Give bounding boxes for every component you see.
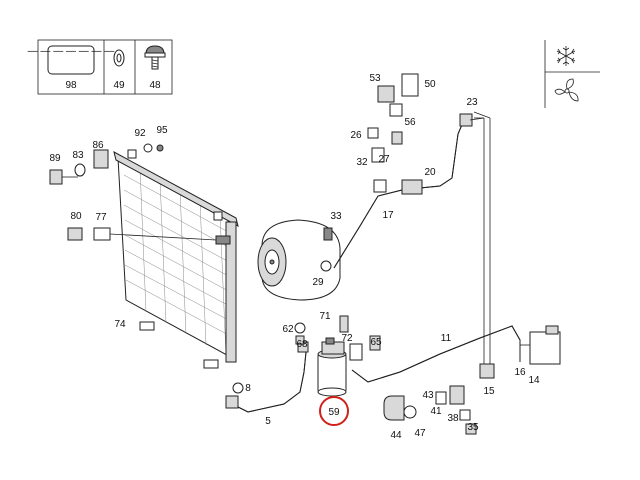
- callout-65: 65: [370, 337, 382, 348]
- snowflake-icon: [556, 46, 576, 66]
- placard-icon: [47, 45, 95, 75]
- expansion-valve-14: [520, 325, 561, 365]
- callout-35: 35: [467, 422, 479, 433]
- callout-17: 17: [382, 210, 394, 221]
- callout-80: 80: [70, 211, 82, 222]
- callout-labels: 53 50 56 23 92 95 26 27 89 83 86 32 20 1…: [49, 73, 540, 441]
- callout-27: 27: [378, 154, 390, 165]
- receiver-drier-59: [317, 337, 347, 397]
- compressor: [257, 219, 341, 301]
- callout-56: 56: [404, 117, 416, 128]
- symbol-box: [544, 40, 600, 108]
- callout-32: 32: [356, 157, 368, 168]
- callout-53: 53: [369, 73, 381, 84]
- callout-26: 26: [350, 130, 362, 141]
- callout-14: 14: [528, 375, 540, 386]
- callout-68: 68: [296, 339, 308, 350]
- fan-icon: [554, 78, 579, 102]
- callout-8: 8: [245, 383, 251, 394]
- callout-62: 62: [282, 324, 294, 335]
- callout-95: 95: [156, 125, 168, 136]
- callout-92: 92: [134, 128, 146, 139]
- callout-47: 47: [414, 428, 426, 439]
- callout-15: 15: [483, 386, 495, 397]
- screw-icon: [144, 45, 166, 70]
- callout-23: 23: [466, 97, 478, 108]
- callout-5: 5: [265, 416, 271, 427]
- callout-83: 83: [72, 150, 84, 161]
- legend-48: 48: [149, 80, 161, 91]
- callout-41: 41: [430, 406, 442, 417]
- condenser-74: [113, 149, 239, 369]
- callout-86: 86: [92, 140, 104, 151]
- small-parts: [49, 73, 477, 435]
- leader-lines: [469, 111, 491, 121]
- legend-box: — — — — — — — 98 49 48: [28, 39, 173, 95]
- callout-33: 33: [330, 211, 342, 222]
- callout-77: 77: [95, 212, 107, 223]
- callout-11: 11: [441, 333, 452, 344]
- callout-20: 20: [424, 167, 436, 178]
- callout-59: 59: [328, 407, 340, 418]
- callout-72: 72: [341, 333, 353, 344]
- highlight-59: 59: [319, 396, 349, 426]
- callout-74: 74: [114, 319, 126, 330]
- callout-29: 29: [312, 277, 324, 288]
- callout-38: 38: [447, 413, 459, 424]
- callout-44: 44: [390, 430, 402, 441]
- callout-89: 89: [49, 153, 61, 164]
- legend-98: 98: [65, 80, 77, 91]
- callout-43: 43: [422, 390, 434, 401]
- callout-50: 50: [424, 79, 436, 90]
- callout-16: 16: [514, 367, 526, 378]
- legend-49: 49: [113, 80, 125, 91]
- placard-text: — — — — — — —: [28, 46, 115, 57]
- callout-71: 71: [319, 311, 331, 322]
